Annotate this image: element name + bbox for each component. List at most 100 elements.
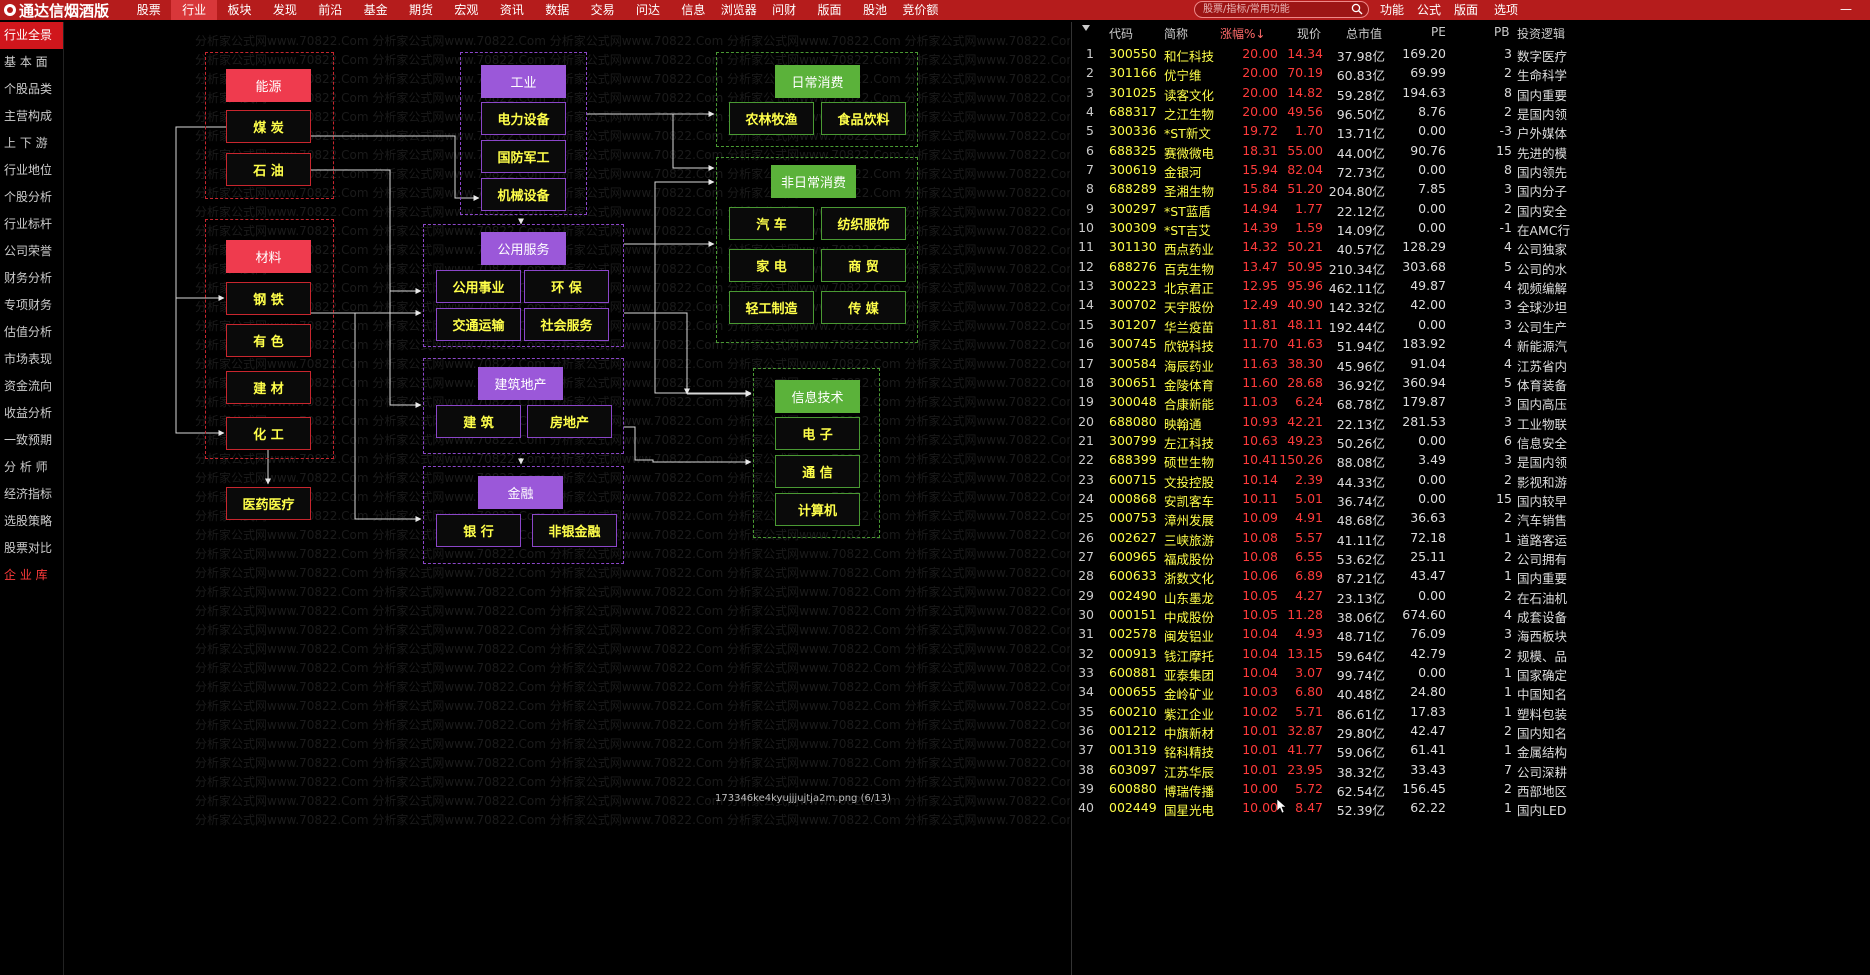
node-agriculture[interactable]: 农林牧渔 — [729, 102, 814, 135]
menu-item[interactable]: 行业 — [171, 0, 217, 20]
sidebar-item[interactable]: 估值分析 — [4, 325, 53, 339]
menu-formula[interactable]: 公式 — [1417, 3, 1442, 17]
menu-item[interactable]: 浏览器 — [720, 3, 757, 17]
sidebar-item[interactable]: 个股品类 — [4, 82, 53, 96]
node-material[interactable]: 材料 — [226, 240, 311, 273]
header-market-cap[interactable]: 总市值 — [1346, 27, 1383, 41]
node-finance[interactable]: 金融 — [478, 476, 563, 509]
node-utilities[interactable]: 公用事业 — [436, 270, 521, 303]
sidebar-item[interactable]: 行业地位 — [4, 163, 53, 177]
menu-function[interactable]: 功能 — [1380, 3, 1405, 17]
menu-item[interactable]: 板块 — [227, 3, 252, 17]
node-social-services[interactable]: 社会服务 — [524, 308, 609, 341]
node-steel[interactable]: 钢 铁 — [226, 282, 311, 315]
node-textile[interactable]: 纺织服饰 — [821, 207, 906, 240]
node-daily-consumption[interactable]: 日常消费 — [775, 65, 860, 98]
node-nonferrous[interactable]: 有 色 — [226, 324, 311, 357]
header-logic[interactable]: 投资逻辑 — [1517, 27, 1566, 41]
header-change[interactable]: 涨幅%↓ — [1220, 27, 1266, 41]
node-transportation[interactable]: 交通运输 — [436, 308, 521, 341]
node-food-beverage[interactable]: 食品饮料 — [821, 102, 906, 135]
node-telecom[interactable]: 通 信 — [775, 455, 860, 488]
sidebar-item[interactable]: 个股分析 — [4, 190, 53, 204]
minimize-icon[interactable]: — — [1840, 2, 1852, 16]
node-bank[interactable]: 银 行 — [436, 514, 521, 547]
menu-item[interactable]: 期货 — [409, 3, 434, 17]
menu-item[interactable]: 数据 — [545, 3, 570, 17]
menu-item[interactable]: 竞价额 — [902, 3, 939, 17]
header-code[interactable]: 代码 — [1109, 27, 1134, 41]
menu-item[interactable]: 问财 — [772, 3, 797, 17]
menu-layout[interactable]: 版面 — [1454, 3, 1479, 17]
node-light-industry[interactable]: 轻工制造 — [729, 291, 814, 324]
search-input[interactable]: 股票/指标/常用功能 — [1194, 1, 1369, 18]
header-pb[interactable]: PB — [1494, 25, 1510, 39]
node-construction[interactable]: 建 筑 — [436, 405, 521, 438]
menu-item[interactable]: 信息 — [681, 3, 706, 17]
sidebar-item[interactable]: 公司荣誉 — [4, 244, 53, 258]
sidebar-item[interactable]: 经济指标 — [4, 487, 53, 501]
sidebar-item[interactable]: 财务分析 — [4, 271, 53, 285]
node-power-equipment[interactable]: 电力设备 — [481, 102, 566, 135]
sidebar-item[interactable]: 选股策略 — [4, 514, 53, 528]
sidebar-item[interactable]: 上 下 游 — [4, 136, 48, 150]
node-coal[interactable]: 煤 炭 — [226, 110, 311, 143]
node-commerce[interactable]: 商 贸 — [821, 249, 906, 282]
sidebar-item[interactable]: 专项财务 — [4, 298, 53, 312]
node-nondaily-consumption[interactable]: 非日常消费 — [771, 165, 856, 198]
node-nonbank-finance[interactable]: 非银金融 — [532, 514, 617, 547]
node-auto[interactable]: 汽 车 — [729, 207, 814, 240]
sidebar-item[interactable]: 企 业 库 — [4, 568, 48, 582]
node-electronics[interactable]: 电 子 — [775, 417, 860, 450]
menu-item[interactable]: 股池 — [862, 3, 887, 17]
menu-options[interactable]: 选项 — [1494, 3, 1519, 17]
node-public-services[interactable]: 公用服务 — [481, 232, 566, 265]
sidebar-item[interactable]: 市场表现 — [4, 352, 53, 366]
sidebar-item[interactable]: 资金流向 — [4, 379, 53, 393]
node-computer[interactable]: 计算机 — [775, 493, 860, 526]
header-pe[interactable]: PE — [1431, 25, 1446, 39]
node-building-materials[interactable]: 建 材 — [226, 371, 311, 404]
sidebar-item[interactable]: 一致预期 — [4, 433, 53, 447]
menu-item[interactable]: 交易 — [590, 3, 615, 17]
search-icon[interactable] — [1351, 3, 1363, 15]
sidebar-item[interactable]: 行业标杆 — [4, 217, 53, 231]
node-real-estate[interactable]: 房地产 — [527, 405, 612, 438]
node-media[interactable]: 传 媒 — [821, 291, 906, 324]
menu-item[interactable]: 版面 — [817, 3, 842, 17]
node-chemical[interactable]: 化 工 — [226, 417, 311, 450]
sidebar-item[interactable]: 收益分析 — [4, 406, 53, 420]
node-medical[interactable]: 医药医疗 — [226, 487, 311, 520]
node-energy[interactable]: 能源 — [226, 69, 311, 102]
node-oil[interactable]: 石 油 — [226, 153, 311, 186]
menu-item[interactable]: 前沿 — [318, 3, 343, 17]
